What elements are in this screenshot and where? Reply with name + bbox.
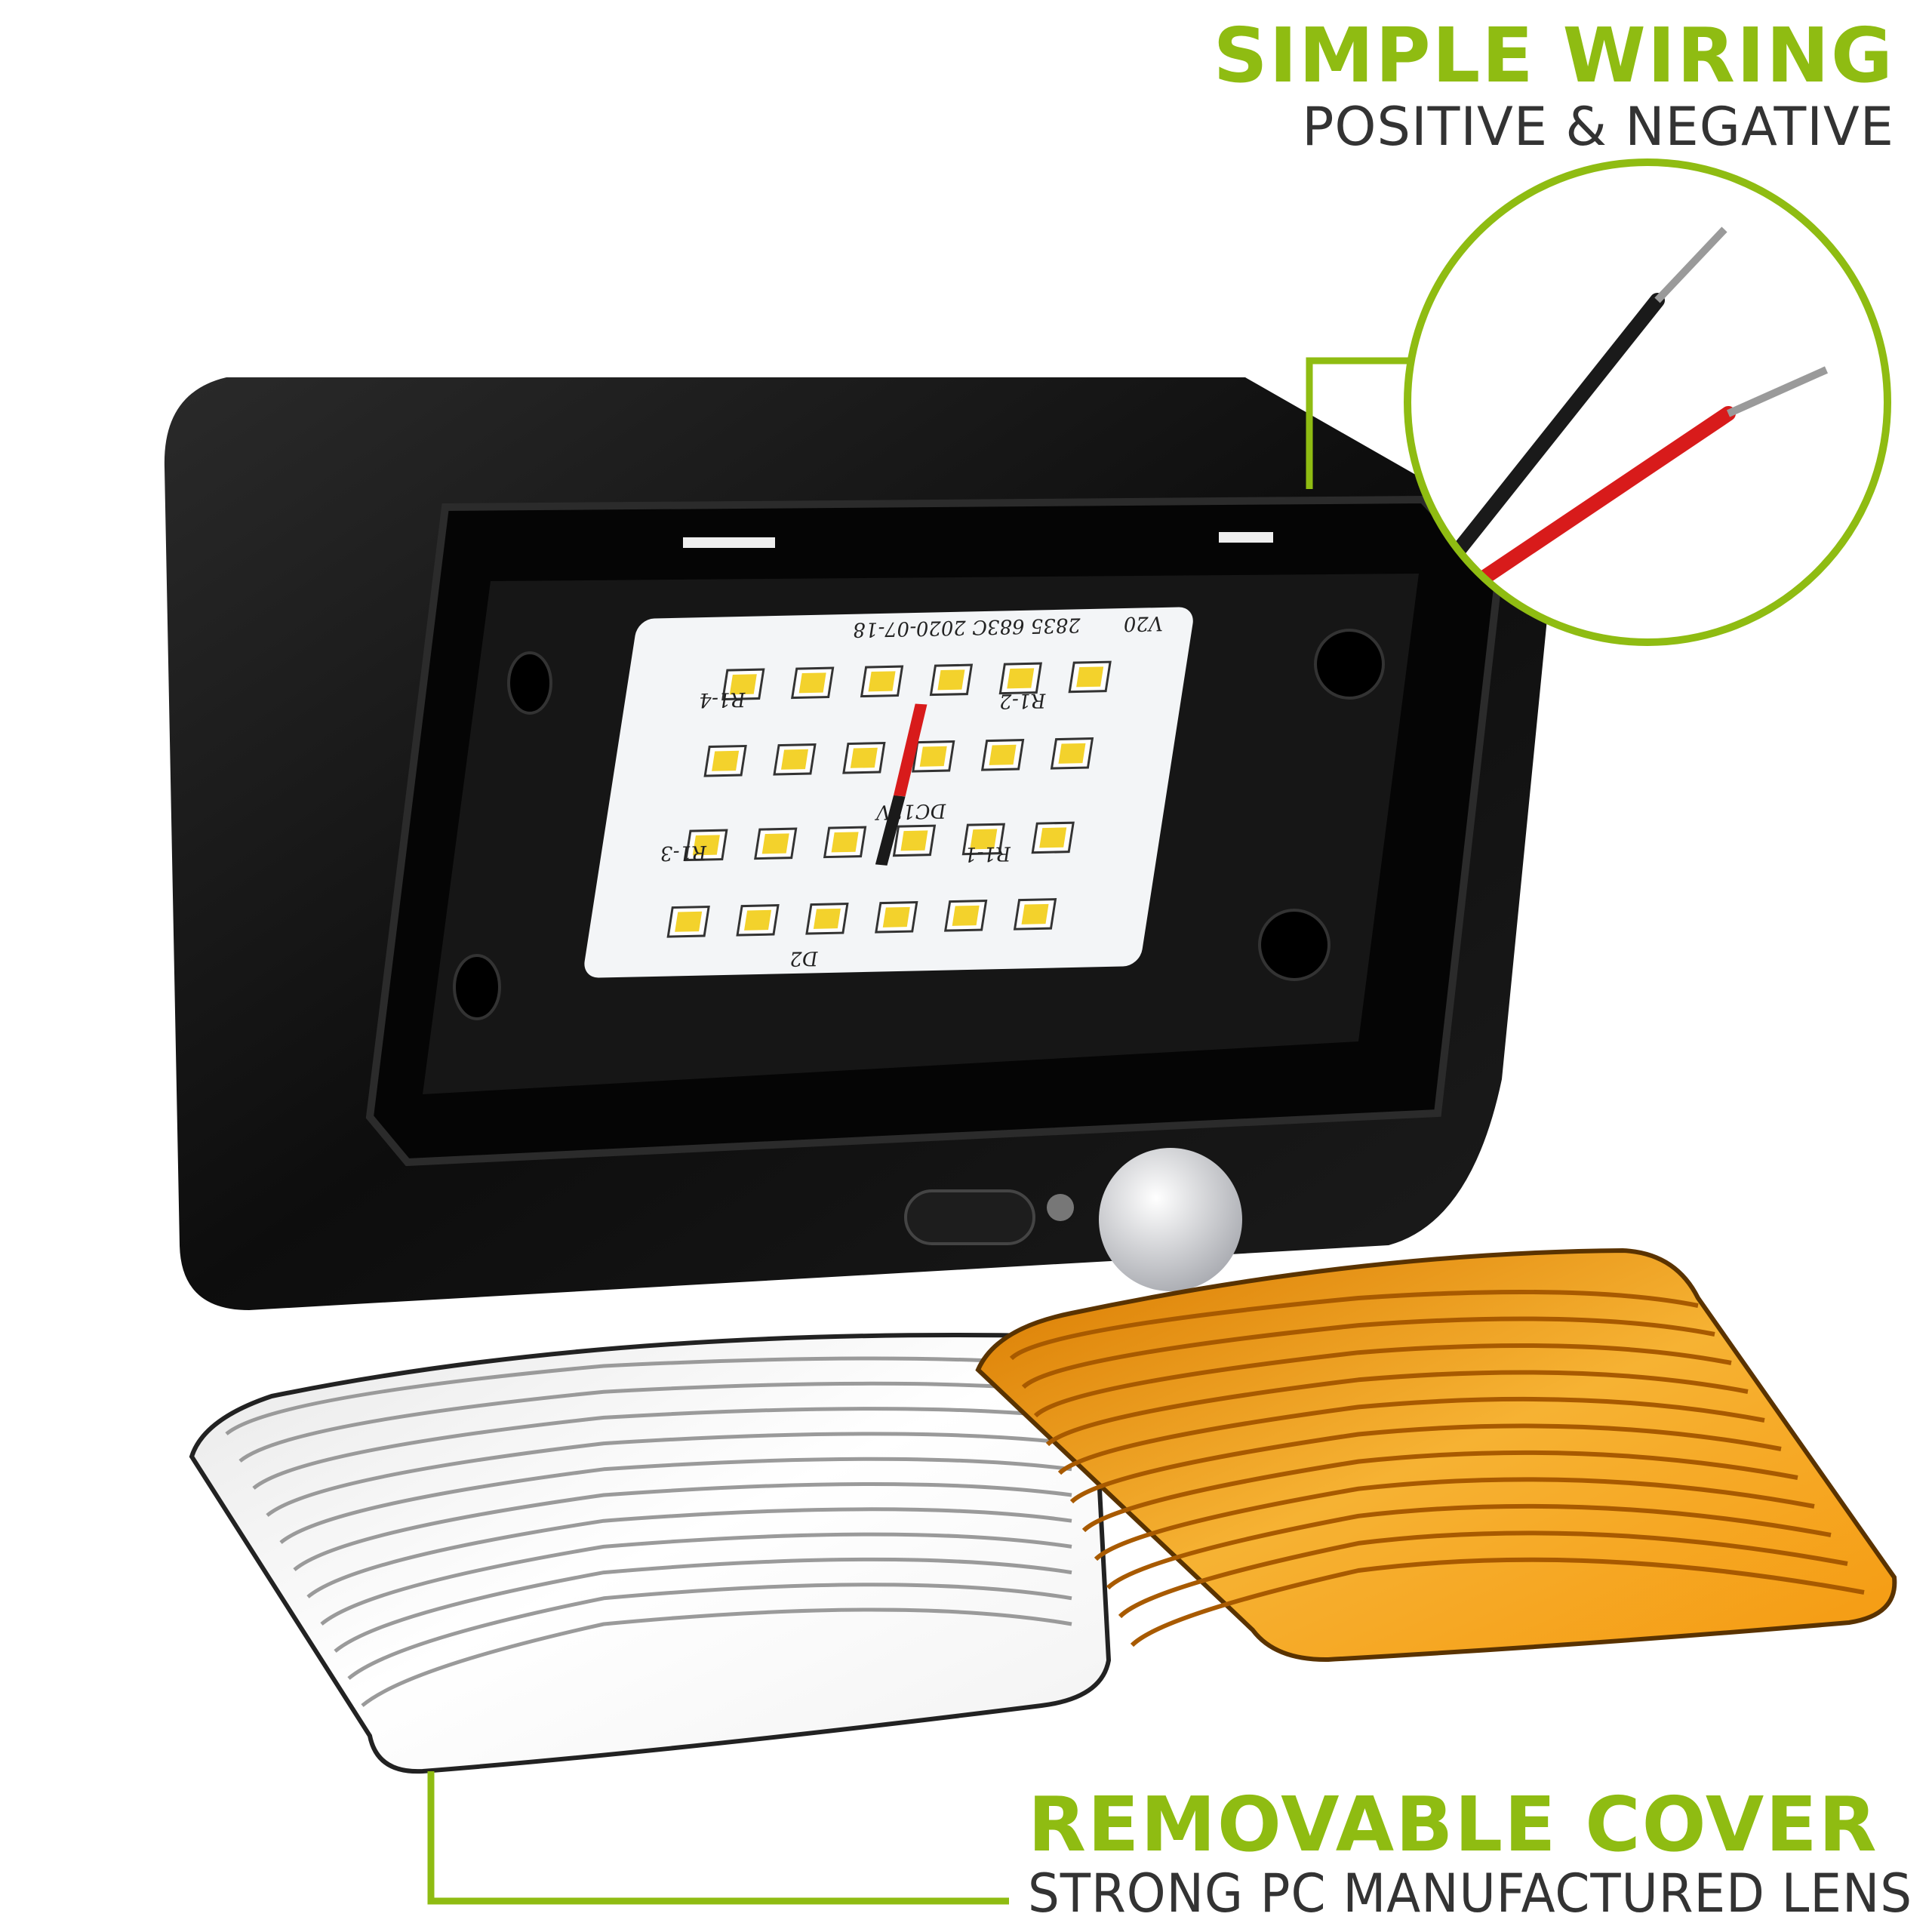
- indicator-light: [1047, 1194, 1074, 1221]
- led-phosphor: [813, 908, 841, 929]
- positive-wire: [1449, 406, 1736, 604]
- mount-hole: [1314, 629, 1385, 700]
- amber-lens-cover: [975, 1247, 1897, 1663]
- led-phosphor: [868, 671, 896, 692]
- cover-callout-connector: [427, 1771, 1009, 1905]
- lens-rib: [225, 1356, 1072, 1435]
- led-phosphor: [937, 669, 965, 691]
- led-phosphor: [970, 829, 998, 850]
- led-circuit-board: 2835 683C 2020-07-18 V20 DC12V R1-4 R1-2…: [584, 607, 1193, 978]
- lens-rib: [1094, 1477, 1815, 1561]
- lens-rib: [1118, 1531, 1848, 1619]
- lens-rib: [279, 1457, 1072, 1544]
- lens-rib: [347, 1583, 1072, 1680]
- simple-wiring-title: SIMPLE WIRING: [1214, 11, 1894, 100]
- negative-wire-strands: [1654, 226, 1727, 303]
- mount-hole: [453, 954, 501, 1020]
- pcb-header-text: 2835 683C 2020-07-18: [851, 613, 1082, 641]
- clip-slot: [1219, 532, 1273, 543]
- led-phosphor: [882, 906, 910, 928]
- resistor-label: R1-2: [998, 688, 1048, 712]
- removable-cover-subtitle: STRONG PC MANUFACTURED LENS: [1028, 1863, 1912, 1924]
- lens-rib: [334, 1557, 1072, 1653]
- resistor-label: R1-1: [963, 841, 1013, 865]
- clear-lens-cover: [189, 1333, 1112, 1774]
- lens-rib: [361, 1607, 1072, 1707]
- led-phosphor: [1058, 743, 1086, 764]
- lens-rib: [1009, 1290, 1699, 1361]
- pcb-wire-red: [893, 703, 928, 797]
- wiring-zoom-circle: [1404, 158, 1891, 646]
- led-phosphor: [919, 746, 947, 767]
- led-phosphor: [744, 909, 772, 931]
- power-switch: [904, 1189, 1035, 1245]
- mount-hole: [507, 651, 552, 715]
- removable-cover-title: REMOVABLE COVER: [1028, 1780, 1878, 1869]
- pcb-version: V20: [1122, 611, 1165, 635]
- led-phosphor: [729, 674, 757, 695]
- diode-label: D2: [788, 946, 820, 970]
- led-phosphor: [989, 744, 1017, 765]
- resistor-label: R1-4: [697, 688, 747, 711]
- lens-rib: [293, 1482, 1072, 1571]
- lens-rib: [1057, 1396, 1765, 1475]
- led-phosphor: [692, 835, 720, 856]
- led-phosphor: [798, 672, 826, 694]
- lens-rib: [266, 1432, 1072, 1517]
- led-phosphor: [1021, 903, 1049, 924]
- lens-rib: [1106, 1503, 1832, 1590]
- lens-rib: [306, 1507, 1072, 1598]
- wiring-callout-connector: [1306, 357, 1408, 489]
- negative-wire: [1426, 293, 1665, 589]
- lens-rib: [1033, 1343, 1732, 1418]
- led-phosphor: [1007, 668, 1035, 689]
- led-phosphor: [850, 747, 878, 768]
- positive-wire-strands: [1726, 366, 1829, 417]
- lens-rib: [320, 1532, 1072, 1626]
- led-phosphor: [675, 911, 703, 932]
- lens-rib: [1069, 1423, 1782, 1504]
- lens-rib: [1045, 1370, 1749, 1447]
- lens-rib: [252, 1407, 1072, 1490]
- simple-wiring-subtitle: POSITIVE & NEGATIVE: [1302, 96, 1894, 158]
- pcb-voltage: DC12V: [874, 798, 948, 823]
- led-phosphor: [761, 833, 789, 854]
- lens-rib: [1130, 1557, 1865, 1647]
- led-phosphor: [900, 830, 928, 851]
- led-phosphor: [780, 749, 809, 770]
- led-phosphor: [831, 832, 859, 853]
- lens-rib: [1081, 1450, 1798, 1533]
- motion-sensor-dome: [1099, 1148, 1242, 1291]
- lens-rib: [238, 1381, 1072, 1463]
- led-phosphor: [1076, 666, 1104, 688]
- mount-hole: [1258, 909, 1331, 981]
- led-phosphor: [712, 750, 740, 771]
- resistor-label: R1-3: [659, 841, 709, 864]
- led-phosphor: [952, 905, 980, 926]
- pcb-wire-black: [875, 795, 906, 866]
- led-phosphor: [1039, 827, 1067, 848]
- clip-slot: [683, 537, 775, 548]
- lens-rib: [1021, 1316, 1715, 1389]
